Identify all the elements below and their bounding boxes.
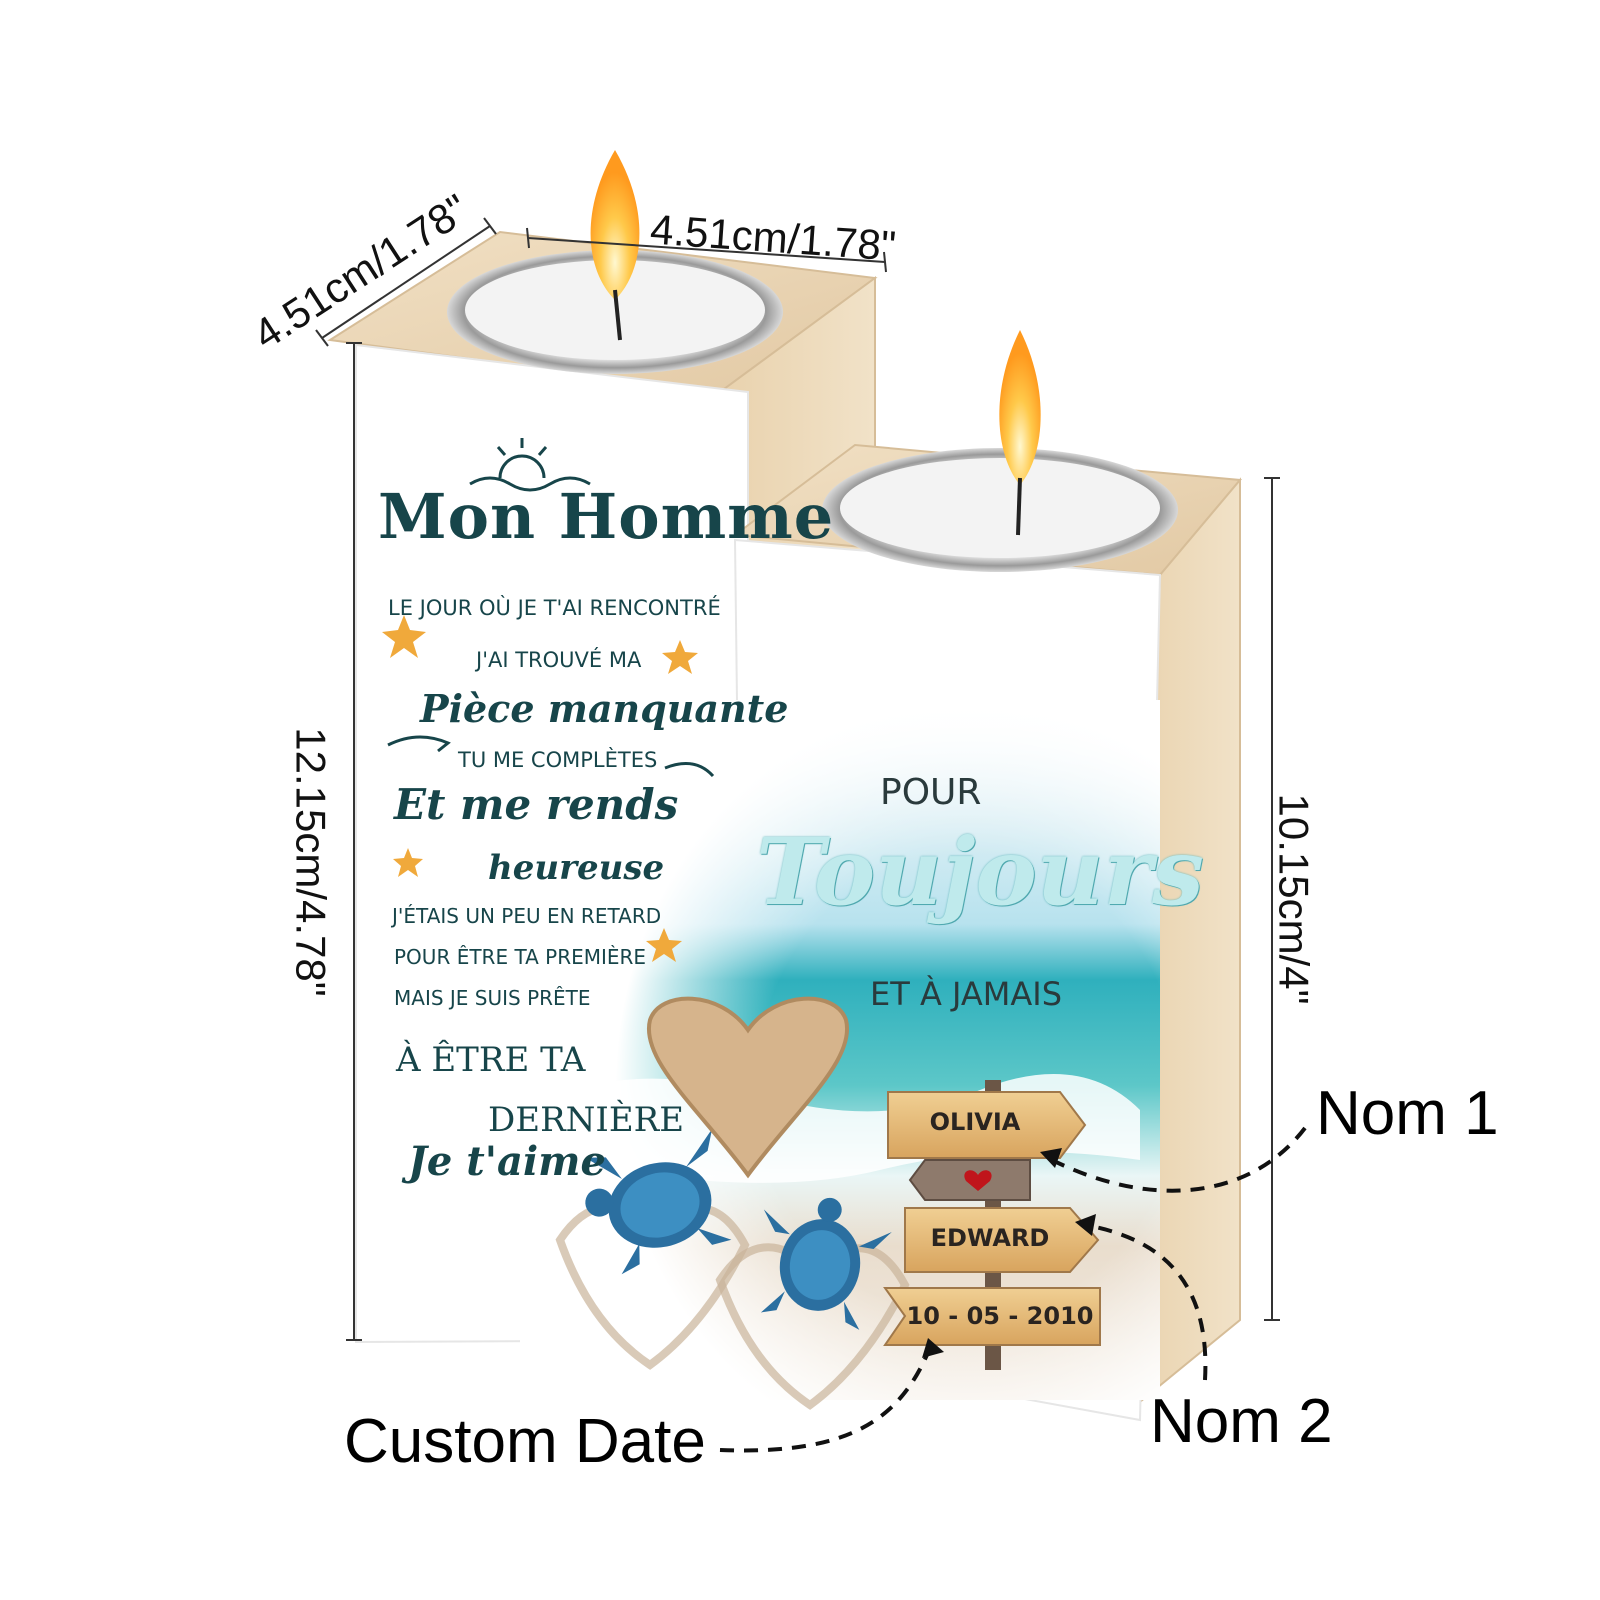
- msg-line-7: J'ÉTAIS UN PEU EN RETARD: [392, 904, 662, 928]
- dimension-lines: [315, 217, 1280, 1341]
- msg-line-12: Je t'aime: [408, 1138, 606, 1185]
- sun-wave-ornament: [469, 438, 591, 492]
- callout-custom-date: Custom Date: [344, 1407, 706, 1476]
- msg-line-10: À ÊTRE TA: [396, 1040, 586, 1080]
- msg-line-1: LE JOUR OÙ JE T'AI RENCONTRÉ: [388, 596, 721, 620]
- msg-line-11: DERNIÈRE: [488, 1100, 685, 1140]
- sign-olivia: [887, 1091, 1087, 1159]
- starfish-icons: [382, 615, 698, 962]
- turtle-left: [585, 1128, 732, 1275]
- dim-left-height: 12.15cm/4.78": [287, 727, 335, 997]
- swoosh-right: [664, 762, 715, 778]
- sign-edward: [904, 1207, 1100, 1273]
- sign-date: [883, 1287, 1101, 1346]
- swoosh-left: [387, 735, 451, 753]
- msg-line-9: MAIS JE SUIS PRÊTE: [394, 986, 591, 1010]
- arrow-heads: [922, 1148, 1096, 1358]
- msg-line-6: heureuse: [488, 848, 665, 888]
- left-title: Mon Homme: [378, 480, 835, 553]
- msg-line-8: POUR ÊTRE TA PREMIÈRE: [394, 945, 647, 969]
- small-heart-icon: [964, 1170, 992, 1191]
- heart-cutout: [646, 996, 850, 1179]
- right-toujours: Toujours: [756, 818, 1204, 926]
- right-pour: POUR: [880, 772, 982, 813]
- sign-name-2: EDWARD: [930, 1224, 1050, 1252]
- right-jamais: ET À JAMAIS: [870, 975, 1063, 1013]
- sign-date-text: 10 - 05 - 2010: [906, 1302, 1094, 1330]
- callout-nom-1: Nom 1: [1316, 1079, 1499, 1148]
- sign-name-1: OLIVIA: [929, 1108, 1021, 1136]
- callout-arrows: [719, 1126, 1307, 1453]
- msg-line-3: Pièce manquante: [420, 686, 789, 731]
- left-flame: [590, 150, 640, 341]
- callout-nom-2: Nom 2: [1150, 1387, 1333, 1456]
- msg-line-5: Et me rends: [394, 780, 679, 829]
- msg-line-4: TU ME COMPLÈTES: [458, 748, 658, 772]
- right-flame: [999, 330, 1041, 536]
- dim-right-height: 10.15cm/4": [1270, 793, 1318, 1005]
- msg-line-2: J'AI TROUVÉ MA: [476, 648, 642, 672]
- turtle-right: [760, 1197, 892, 1330]
